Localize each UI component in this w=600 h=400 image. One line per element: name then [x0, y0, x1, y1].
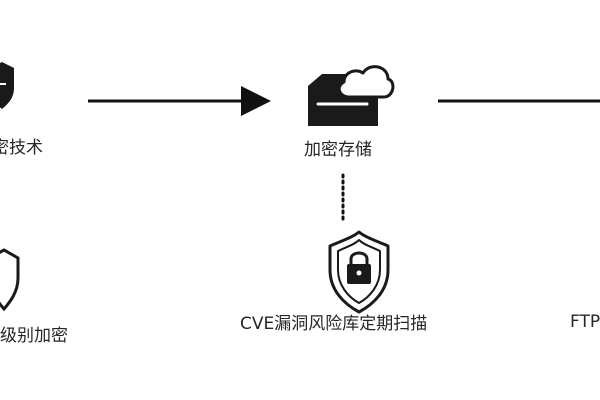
cloud-icon	[337, 65, 395, 99]
cve-scan-label: CVE漏洞风险库定期扫描	[240, 314, 428, 334]
shield-lock-icon	[328, 230, 390, 314]
lock-icon	[347, 251, 371, 284]
encryption-tech-label: 密技术	[0, 138, 43, 158]
shield-outline-icon	[0, 248, 20, 312]
ftp-label: FTP	[570, 312, 600, 332]
shield-icon	[0, 62, 14, 109]
level-encryption-label: 级别加密	[0, 326, 68, 346]
encrypted-storage-label: 加密存储	[304, 140, 372, 160]
cloud-storage-icon	[308, 65, 395, 126]
